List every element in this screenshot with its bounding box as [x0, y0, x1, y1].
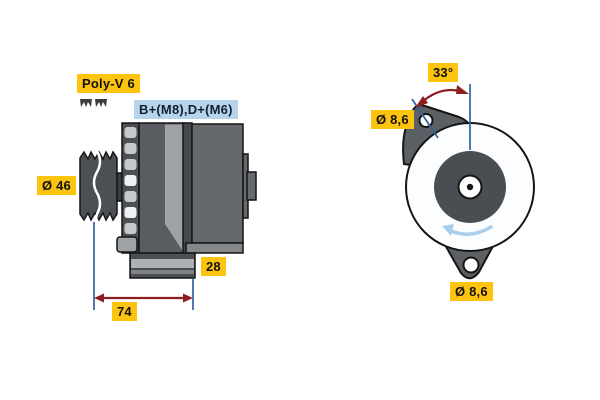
terminals-label: B+(M8),D+(M6): [134, 100, 238, 119]
terminal-stud: [246, 171, 257, 201]
rear-view: [402, 84, 535, 280]
side-view: [79, 99, 257, 310]
rear-bottom-band: [185, 242, 244, 254]
bottom-ear-hole: [462, 256, 480, 274]
vent-slots: [124, 127, 137, 250]
ear-angle-label: 33°: [428, 63, 459, 82]
front-mount-ear: [116, 236, 138, 253]
poly-v-belt-profile-icon: [80, 99, 92, 107]
dimension-33deg: [411, 84, 471, 150]
stator-band: [165, 124, 183, 252]
mount-span-label: 74: [112, 302, 137, 321]
pulley-diameter-label: Ø 46: [37, 176, 76, 195]
foot-light-band: [131, 259, 194, 268]
pulley: [79, 150, 118, 222]
dimension-74: [93, 222, 194, 310]
pulley-break-line: [92, 150, 102, 222]
bottom-hole-diameter-label: Ø 8,6: [450, 282, 493, 301]
foot-mid-band: [131, 270, 194, 274]
housing-chamfer: [165, 224, 183, 252]
top-hole-diameter-label: Ø 8,6: [371, 110, 414, 129]
rotation-arrow: [442, 224, 493, 236]
rear-housing: [191, 123, 244, 244]
housing-divider: [182, 122, 193, 254]
shaft-center-dot: [466, 183, 474, 191]
foot-width-label: 28: [201, 257, 226, 276]
belt-type-label: Poly-V 6: [77, 74, 140, 93]
poly-v-belt-profile-icon: [95, 99, 107, 107]
